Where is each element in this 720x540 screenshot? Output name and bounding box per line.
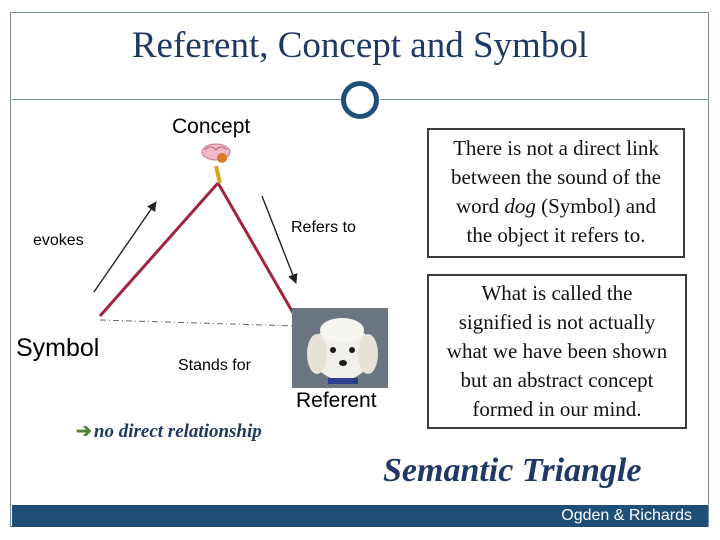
triangle-left-side [98,182,220,317]
text-box-signified: What is called the signified is not actu… [427,274,687,429]
referent-dog-image [292,308,388,388]
text-line: signified is not actually [458,310,656,334]
text-line: formed in our mind. [472,397,642,421]
brain-icon [201,143,231,184]
triangle-right-side [216,182,298,319]
evokes-arrow [93,201,157,293]
referent-label: Referent [296,389,377,412]
dog-icon [292,308,388,388]
symbol-label: Symbol [16,334,100,362]
text-line: between the sound of the [451,165,661,189]
text-line: but an abstract concept [460,368,654,392]
text-line: what we have been shown [446,339,668,363]
dog-word: dog [504,194,536,218]
title-divider-right [380,99,708,100]
footer-bar: Ogden & Richards [12,505,708,527]
text-line: word dog (Symbol) and [455,194,657,218]
evokes-label: evokes [33,232,84,249]
text-line: the object it refers to. [466,223,646,247]
text-line: There is not a direct link [453,136,659,160]
refers-to-arrow [261,195,298,284]
title-divider-left [12,99,342,100]
no-direct-relationship-note: ➔no direct relationship [76,420,262,443]
triangle-dashed-base [99,319,297,327]
text-line: What is called the [481,281,633,305]
credit-text: Ogden & Richards [561,507,692,524]
refers-to-label: Refers to [291,219,356,236]
no-direct-text: no direct relationship [93,421,262,442]
divider-ring-icon [341,81,379,119]
concept-label: Concept [172,115,251,138]
arrow-right-icon: ➔ [76,421,92,442]
stands-for-label: Stands for [178,357,251,374]
semantic-triangle-caption: Semantic Triangle [383,452,642,489]
slide-title: Referent, Concept and Symbol [131,25,589,66]
text-box-direct-link: There is not a direct link between the s… [427,128,685,258]
